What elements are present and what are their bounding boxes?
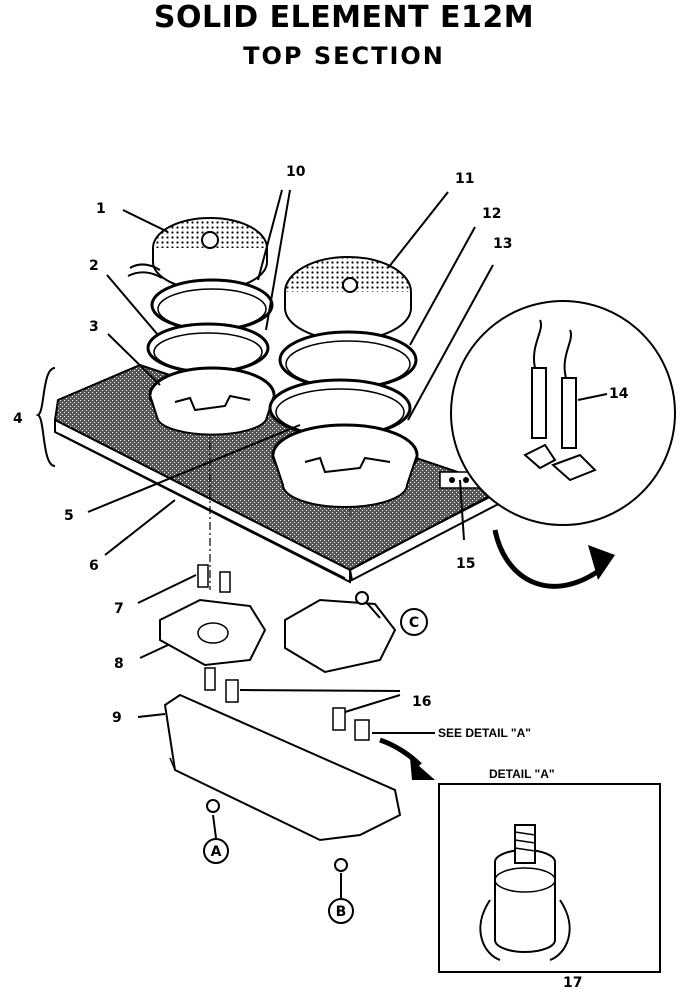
detail-a-title: DETAIL "A"	[489, 767, 555, 781]
callout-14: 14	[609, 386, 629, 402]
marker-a: A	[203, 838, 229, 864]
curved-arrow-to-detail	[492, 529, 615, 589]
callout-13: 13	[493, 236, 512, 252]
marker-c-label: C	[409, 615, 419, 631]
mounting-bracket-left	[159, 564, 267, 667]
diagram-subtitle: TOP SECTION	[243, 42, 445, 70]
terminal-detail-circle	[450, 300, 676, 526]
callout-12: 12	[482, 206, 501, 222]
marker-a-label: A	[211, 844, 222, 860]
callout-3: 3	[89, 319, 99, 335]
base-plate	[163, 667, 402, 872]
callout-11: 11	[455, 171, 474, 187]
leader-lines	[87, 189, 608, 898]
mounting-bracket-right	[284, 591, 397, 674]
callout-2: 2	[89, 258, 99, 274]
callout-5: 5	[64, 508, 74, 524]
callout-10: 10	[286, 164, 306, 180]
see-detail-label: SEE DETAIL "A"	[438, 726, 531, 740]
arrow-to-detail-a	[379, 737, 435, 780]
callout-4: 4	[13, 411, 23, 427]
brace-4	[35, 367, 56, 467]
callout-9: 9	[112, 710, 122, 726]
right-burner-assembly	[268, 256, 419, 515]
callout-7: 7	[114, 601, 124, 617]
marker-b: B	[328, 898, 354, 924]
callout-17: 17	[563, 975, 582, 991]
marker-c: C	[400, 608, 428, 636]
callout-6: 6	[89, 558, 99, 574]
callout-15: 15	[456, 556, 475, 572]
callout-8: 8	[114, 656, 124, 672]
detail-a-box	[438, 783, 661, 973]
callout-16: 16	[412, 694, 431, 710]
marker-b-label: B	[336, 904, 347, 920]
callout-1: 1	[96, 201, 106, 217]
diagram-title: SOLID ELEMENT E12M	[153, 0, 535, 35]
